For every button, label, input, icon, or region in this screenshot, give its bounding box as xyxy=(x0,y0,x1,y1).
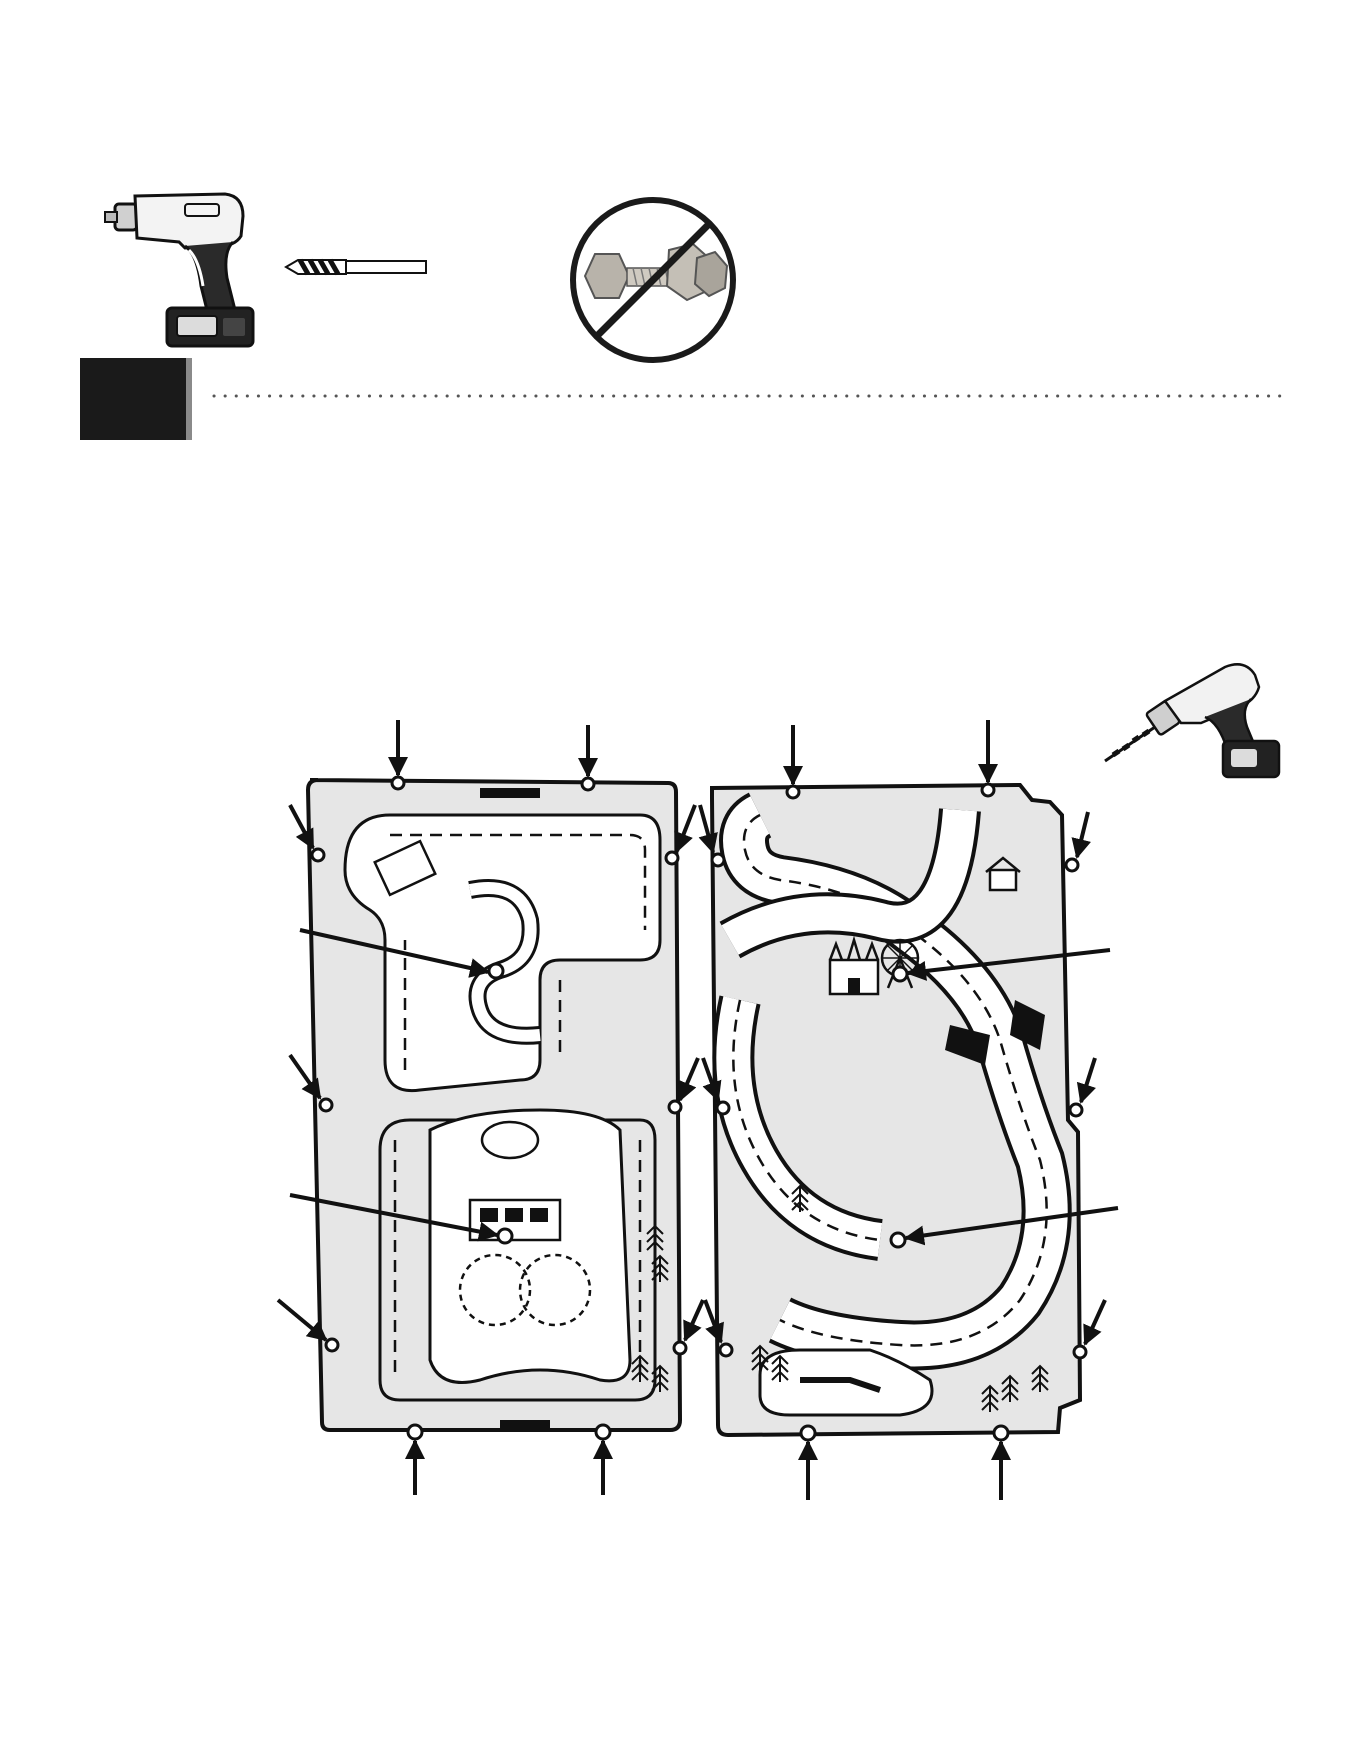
track-panels-diagram xyxy=(0,640,1361,1540)
dotted-divider xyxy=(212,393,1284,399)
tools-required-row xyxy=(0,0,1361,380)
step-number-block xyxy=(80,358,192,440)
drill-bit-icon xyxy=(286,260,426,274)
right-track-panel xyxy=(712,784,1086,1440)
left-track-panel xyxy=(308,777,686,1439)
no-bolt-and-nut-icon xyxy=(573,200,733,360)
cordless-drill-icon xyxy=(105,194,253,346)
